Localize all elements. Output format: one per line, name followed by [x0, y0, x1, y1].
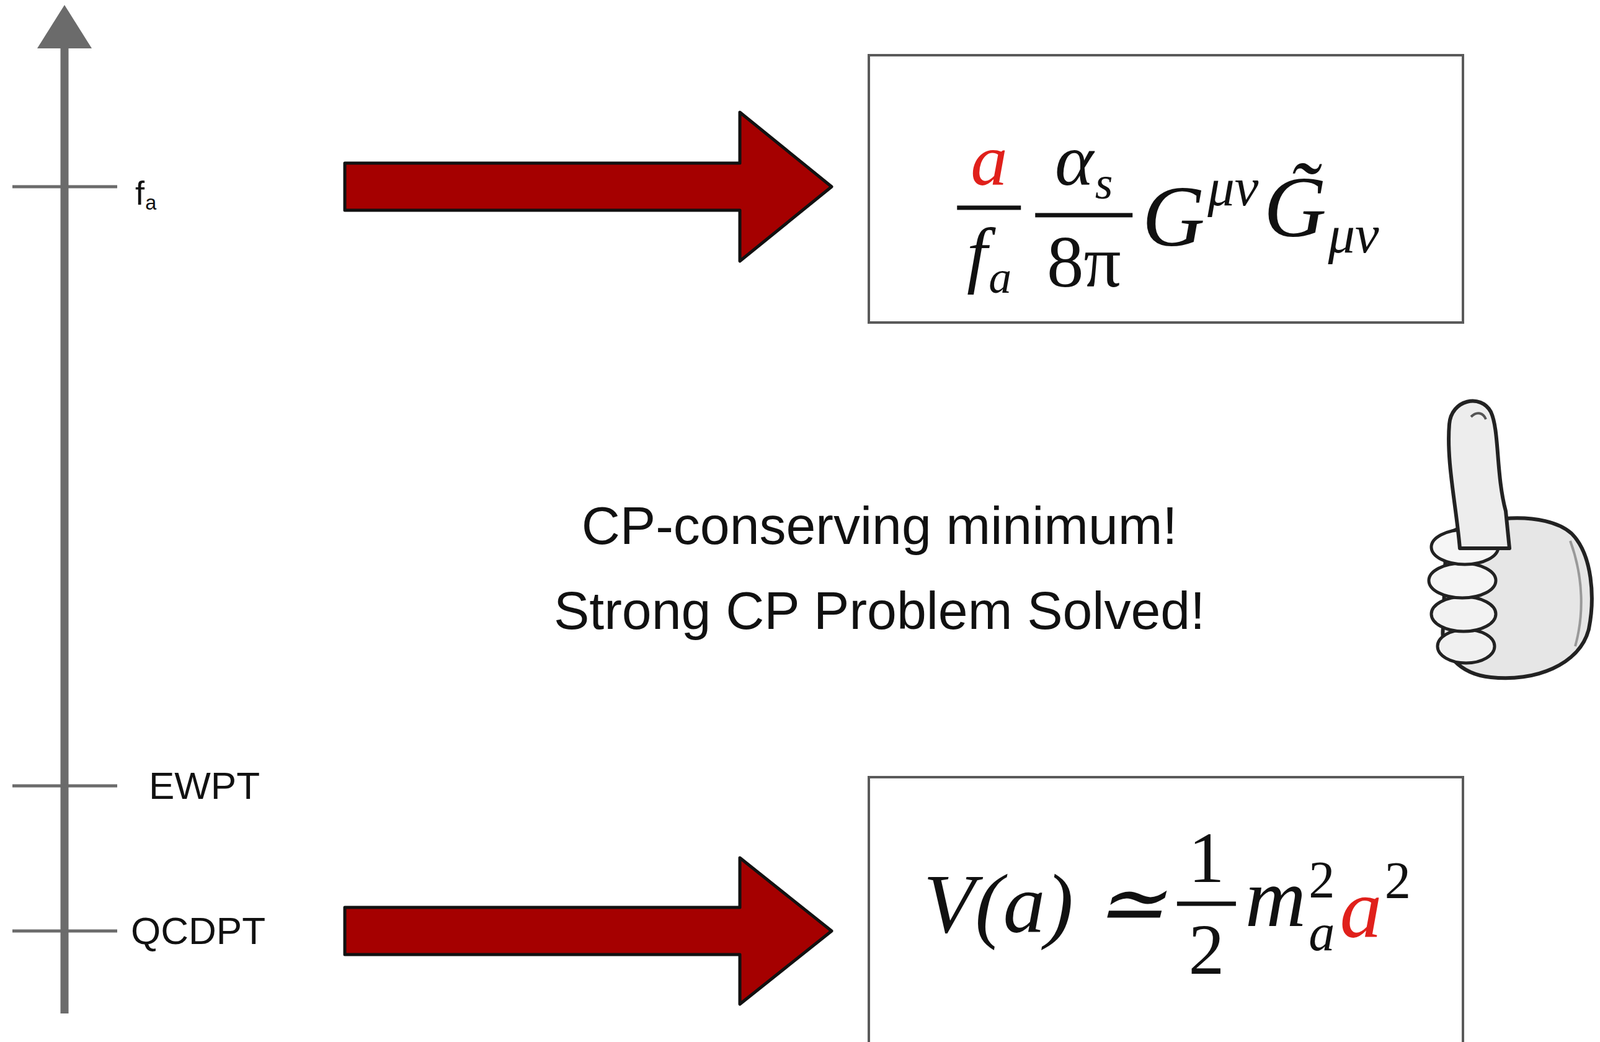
axis-tick — [12, 185, 118, 189]
script-group: Gμν — [1142, 156, 1259, 267]
numerator: αs — [1045, 119, 1123, 209]
finger — [1428, 563, 1496, 598]
script-group: αs — [1054, 119, 1113, 209]
formula-symbol: a — [970, 119, 1008, 201]
formula-symbol: G — [1142, 168, 1205, 265]
axis-arrowhead — [37, 4, 92, 49]
denominator: 8π — [1035, 222, 1134, 304]
script-group: m2a — [1245, 848, 1336, 959]
script-group: G̃μν — [1263, 156, 1380, 267]
formula-symbol: 2 — [1308, 853, 1335, 907]
numerator: 1 — [1177, 818, 1236, 898]
formula-symbol: μν — [1207, 157, 1259, 218]
axis-label: f — [135, 174, 145, 212]
numerator: a — [958, 119, 1020, 201]
axis-tick — [12, 784, 118, 788]
formula: afaαs8πGμνG̃μν — [950, 119, 1382, 303]
label-group: fa — [135, 173, 157, 215]
formula-symbol: a — [1308, 906, 1335, 959]
label-group: EWPT — [148, 763, 260, 808]
thumb — [1448, 401, 1510, 549]
formula-symbol: a — [1340, 862, 1383, 956]
note-text: CP-conserving minimum! — [581, 495, 1178, 556]
axis-label: QCDPT — [130, 909, 266, 952]
formula-symbol: a — [988, 251, 1012, 303]
formula-symbol: α — [1054, 119, 1094, 201]
denominator: 2 — [1177, 909, 1236, 989]
denominator: fa — [956, 213, 1021, 303]
fraction-bar — [956, 205, 1021, 210]
fraction-bar — [1035, 213, 1134, 218]
formula-box: afaαs8πGμνG̃μν — [867, 53, 1465, 324]
fraction: 12 — [1177, 818, 1236, 990]
thumbnail — [1471, 413, 1486, 420]
formula-symbol: s — [1095, 158, 1114, 209]
fraction: αs 8π — [1035, 119, 1134, 303]
formula-symbol: 2 — [1384, 851, 1411, 910]
formula-symbol: V(a) ≃ — [923, 855, 1166, 952]
finger — [1431, 596, 1496, 632]
formula-symbol: G̃ — [1263, 158, 1327, 255]
fraction: afa — [956, 119, 1021, 303]
label-group: Strong CP Problem Solved! — [553, 579, 1205, 642]
finger — [1437, 629, 1495, 663]
script-group: fa — [966, 213, 1012, 303]
formula-symbol: f — [966, 213, 988, 296]
axis-tick — [12, 929, 118, 933]
label-group: QCDPT — [130, 908, 266, 953]
script-stack: 2a — [1308, 853, 1335, 959]
formula: V(a) ≃12m2aa2 — [918, 818, 1414, 990]
axis-label: a — [145, 191, 157, 214]
axis-label: EWPT — [148, 764, 260, 807]
note-text: Strong CP Problem Solved! — [553, 580, 1205, 640]
fraction-bar — [1177, 901, 1236, 907]
script-group: a2 — [1340, 850, 1411, 958]
red-arrow — [344, 857, 832, 1005]
thumbs-up-icon — [1428, 401, 1592, 679]
formula-symbol: μν — [1327, 204, 1379, 265]
formula-symbol: 1 — [1188, 817, 1225, 898]
formula-box: V(a) ≃12m2aa2 — [867, 775, 1465, 1042]
formula-symbol: 2 — [1188, 909, 1225, 989]
scale-axis — [60, 43, 69, 1014]
formula-symbol: 8π — [1046, 221, 1122, 304]
label-group: CP-conserving minimum! — [581, 494, 1178, 557]
hand-shade — [1570, 540, 1582, 647]
formula-symbol: m — [1245, 850, 1307, 944]
red-arrow — [344, 112, 832, 262]
